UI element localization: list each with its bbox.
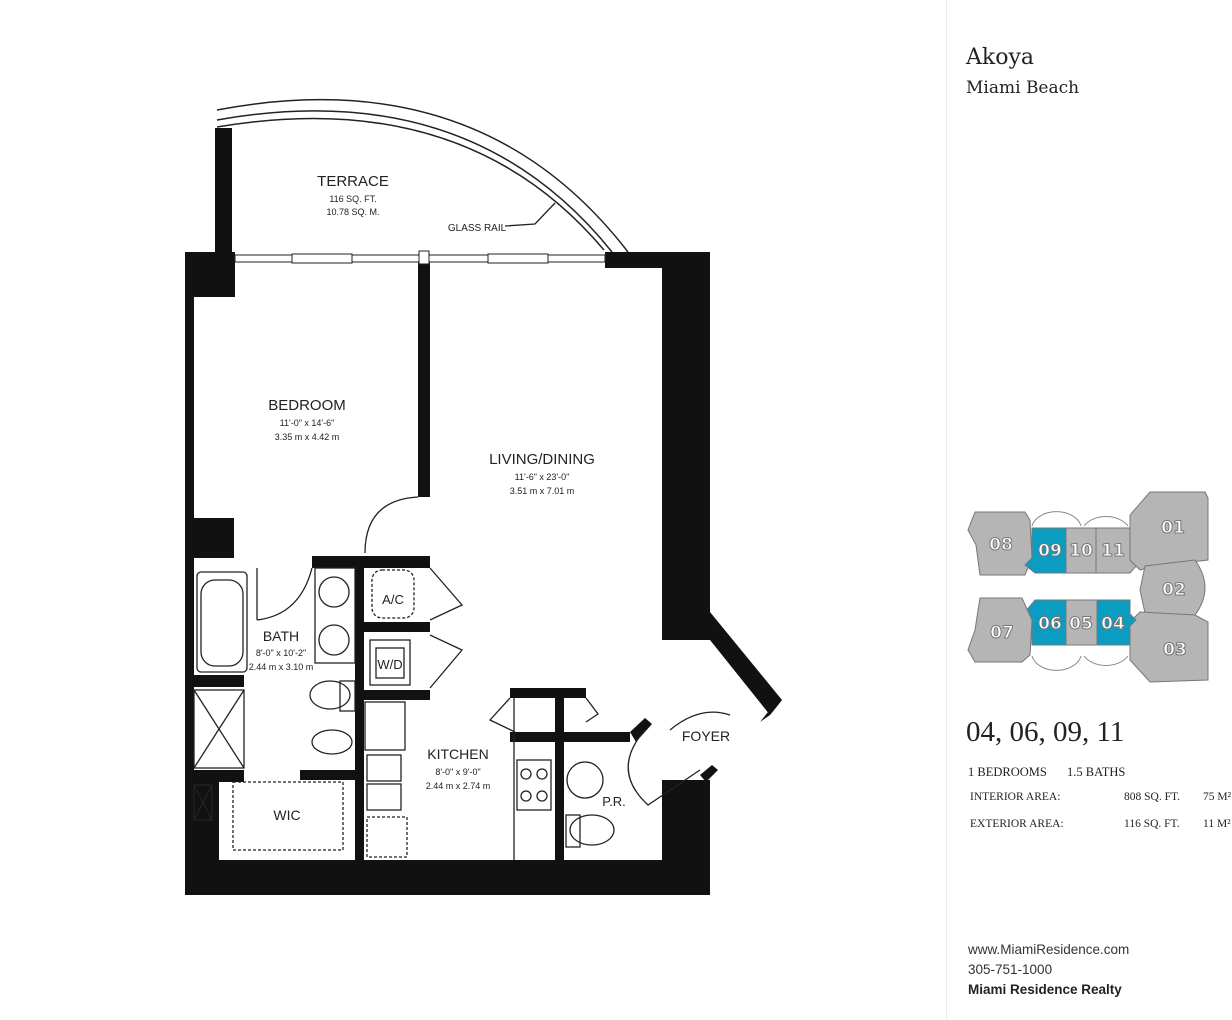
- bath-dim-ft: 8'-0" x 10'-2": [256, 648, 306, 658]
- walls: [185, 128, 782, 895]
- foyer-label: FOYER: [682, 728, 730, 744]
- bath-label: BATH: [263, 628, 299, 644]
- bedroom-label: BEDROOM: [268, 397, 346, 414]
- terrace-label: TERRACE: [317, 173, 389, 190]
- powder-room-label: P.R.: [602, 794, 626, 809]
- key-unit-10[interactable]: 10: [1065, 527, 1097, 574]
- bedroom-dim-m: 3.35 m x 4.42 m: [275, 432, 340, 442]
- building-location: Miami Beach: [966, 78, 1080, 98]
- key-unit-03[interactable]: 03: [1129, 611, 1209, 683]
- website-link[interactable]: www.MiamiResidence.com: [968, 942, 1130, 957]
- svg-text:03: 03: [1163, 640, 1187, 660]
- panel-divider: [946, 0, 947, 1020]
- interior-sqft: 808 SQ. FT.: [1124, 791, 1181, 803]
- baths: 1.5 BATHS: [1067, 765, 1126, 779]
- kitchen-dim-m: 2.44 m x 2.74 m: [426, 781, 491, 791]
- terrace-sqm: 10.78 SQ. M.: [326, 207, 379, 217]
- svg-text:07: 07: [990, 623, 1014, 643]
- svg-text:09: 09: [1038, 541, 1062, 561]
- phone-number: 305-751-1000: [968, 962, 1053, 977]
- living-dim-ft: 11'-6" x 23'-0": [515, 472, 570, 482]
- kitchen-label: KITCHEN: [427, 746, 488, 762]
- glass-rail-label: GLASS RAIL: [448, 223, 507, 234]
- svg-text:01: 01: [1161, 518, 1185, 538]
- key-unit-05[interactable]: 05: [1065, 599, 1098, 646]
- svg-text:11: 11: [1101, 541, 1125, 561]
- key-unit-08[interactable]: 08: [967, 511, 1033, 576]
- wic-label: WIC: [273, 807, 300, 823]
- exterior-sqft: 116 SQ. FT.: [1124, 818, 1180, 830]
- floor-plan: TERRACE 116 SQ. FT. 10.78 SQ. M. GLASS R…: [185, 98, 782, 895]
- svg-text:08: 08: [989, 535, 1013, 555]
- terrace-sqft: 116 SQ. FT.: [329, 194, 376, 204]
- exterior-m2: 11 M²: [1203, 818, 1231, 830]
- wd-label: W/D: [377, 657, 402, 672]
- svg-text:04: 04: [1101, 614, 1125, 634]
- key-unit-06[interactable]: 06: [1024, 599, 1067, 646]
- interior-m2: 75 M²: [1203, 791, 1232, 803]
- interior-area-label: INTERIOR AREA:: [970, 791, 1061, 803]
- bath-dim-m: 2.44 m x 3.10 m: [249, 662, 314, 672]
- key-unit-09[interactable]: 09: [1024, 527, 1067, 574]
- glass-rail: [216, 98, 629, 253]
- ac-label: A/C: [382, 592, 404, 607]
- building-name: Akoya: [966, 45, 1035, 70]
- key-unit-01[interactable]: 01: [1129, 491, 1209, 571]
- key-unit-07[interactable]: 07: [967, 597, 1033, 663]
- svg-text:06: 06: [1038, 614, 1062, 634]
- kitchen-dim-ft: 8'-0" x 9'-0": [435, 767, 480, 777]
- unit-numbers: 04, 06, 09, 11: [966, 716, 1125, 748]
- glass-rail-leader: [504, 202, 556, 227]
- windows: [234, 250, 606, 265]
- key-unit-04[interactable]: 04: [1096, 599, 1137, 646]
- svg-text:10: 10: [1069, 541, 1093, 561]
- company-name: Miami Residence Realty: [968, 982, 1122, 997]
- key-unit-11[interactable]: 11: [1095, 527, 1137, 574]
- fixtures: [193, 496, 731, 860]
- svg-text:05: 05: [1069, 614, 1093, 634]
- living-dim-m: 3.51 m x 7.01 m: [510, 486, 575, 496]
- living-label: LIVING/DINING: [489, 451, 595, 468]
- bedrooms: 1 BEDROOMS: [968, 765, 1047, 779]
- room-labels: TERRACE 116 SQ. FT. 10.78 SQ. M. GLASS R…: [249, 173, 730, 823]
- exterior-area-label: EXTERIOR AREA:: [970, 818, 1064, 830]
- svg-text:02: 02: [1162, 580, 1186, 600]
- key-unit-02[interactable]: 02: [1139, 559, 1206, 616]
- bedroom-dim-ft: 11'-0" x 14'-6": [280, 418, 335, 428]
